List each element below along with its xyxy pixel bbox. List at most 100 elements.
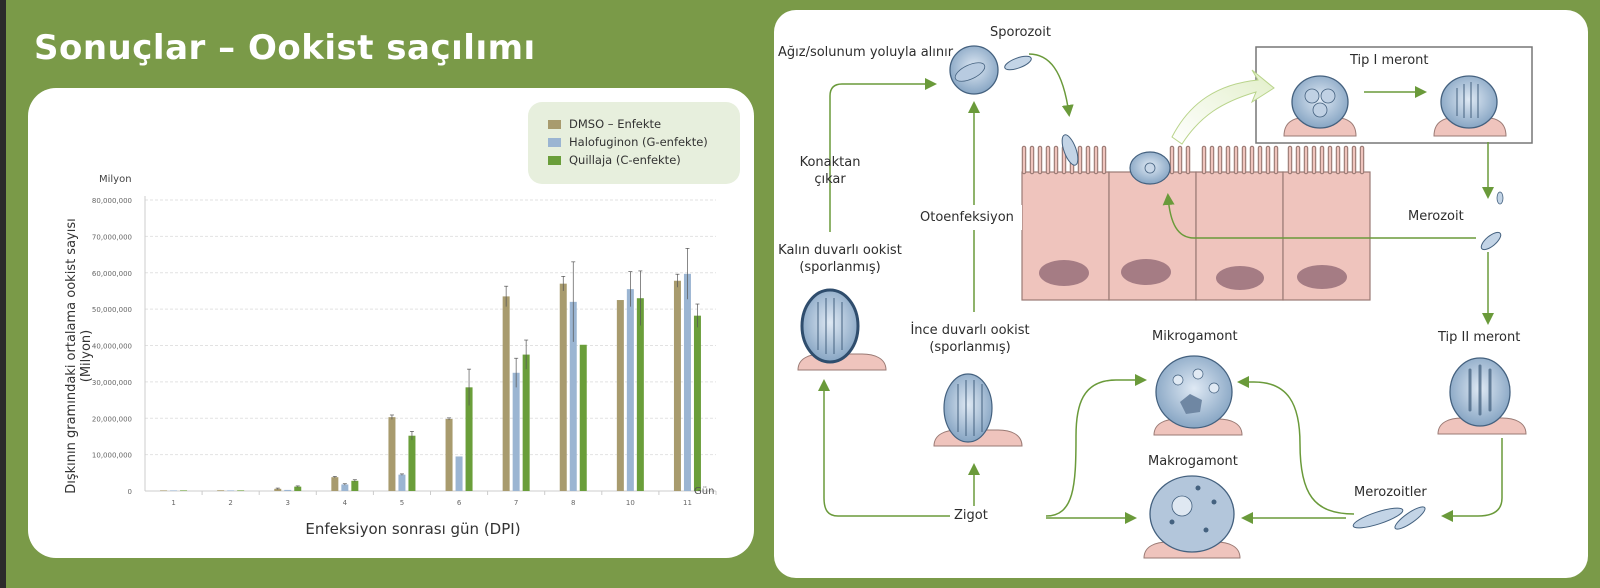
ince-duvarli-ookist <box>933 373 1023 447</box>
label-merozoitler: Merozoitler <box>1354 485 1427 500</box>
bar-halofuginon <box>227 490 235 491</box>
label-kalin-duvarli-ookist: Kalın duvarlı ookist (sporlanmış) <box>774 242 906 276</box>
legend-item-dmso: DMSO – Enfekte <box>548 116 661 132</box>
x-tick-label: 2 <box>228 499 232 507</box>
bar-dmso <box>673 280 681 491</box>
y-tick-label: 70,000,000 <box>92 233 132 241</box>
bar-quillaja <box>522 354 530 491</box>
bar-quillaja <box>408 435 416 491</box>
sporozoit-invading <box>1061 134 1079 166</box>
label-ince-line2: (sporlanmış) <box>929 340 1011 355</box>
kalin-duvarli-ookist <box>797 288 887 371</box>
x-tick-label: 1 <box>171 499 175 507</box>
legend-swatch-dmso <box>548 119 561 129</box>
legend-label-halofuginon: Halofuginon (G-enfekte) <box>569 135 708 149</box>
label-merozoit: Merozoit <box>1408 209 1464 224</box>
bar-dmso <box>388 417 396 491</box>
legend-swatch-halofuginon <box>548 137 561 147</box>
bar-halofuginon <box>626 289 634 491</box>
life-cycle-diagram-card: Sporozoit Ağız/solunum yoluyla alınır Ti… <box>774 10 1588 578</box>
bar-dmso <box>160 490 168 491</box>
bar-dmso <box>616 300 624 491</box>
bar-halofuginon <box>683 273 691 491</box>
label-sporozoit: Sporozoit <box>990 25 1051 40</box>
tip-2-meront <box>1437 357 1527 435</box>
bar-quillaja <box>180 490 188 491</box>
legend-label-dmso: DMSO – Enfekte <box>569 117 662 131</box>
chart-card: 0 10,000,000 20,000,000 30,000,000 40,000,00… <box>28 88 754 558</box>
label-makrogamont: Makrogamont <box>1148 454 1238 469</box>
x-tick-label: 3 <box>286 499 290 507</box>
bar-chart: 0 10,000,000 20,000,000 30,000,000 40,000,00… <box>92 196 717 507</box>
makrogamont <box>1143 475 1241 559</box>
label-tip-1-meront: Tip I meront <box>1350 53 1429 68</box>
bar-halofuginon <box>569 301 577 491</box>
bar-dmso <box>445 418 453 491</box>
mikrogamont <box>1153 355 1243 436</box>
legend-label-quillaja: Quillaja (C-enfekte) <box>569 153 681 167</box>
label-ince-line1: İnce duvarlı ookist <box>910 323 1030 338</box>
bar-quillaja <box>636 298 644 491</box>
bar-halofuginon <box>512 372 520 491</box>
bar-dmso <box>274 488 282 491</box>
life-cycle-diagram <box>797 45 1533 559</box>
label-konaktan-cikar: Konaktan çıkar <box>794 154 866 188</box>
x-tick-label: 6 <box>457 499 462 507</box>
x-axis-title: Enfeksiyon sonrası gün (DPI) <box>305 520 521 538</box>
bar-halofuginon <box>398 474 406 491</box>
label-konaktan-line2: çıkar <box>814 172 846 187</box>
bar-dmso <box>217 490 225 491</box>
y-tick-label: 20,000,000 <box>92 415 132 423</box>
tip-1-meront-panel <box>1255 46 1533 144</box>
label-mikrogamont: Mikrogamont <box>1152 329 1238 344</box>
y-tick-label: 60,000,000 <box>92 270 132 278</box>
bar-halofuginon <box>455 456 463 491</box>
label-agiz-solunum: Ağız/solunum yoluyla alınır <box>778 45 954 60</box>
bar-dmso <box>331 477 339 491</box>
bar-quillaja <box>294 486 302 491</box>
bar-halofuginon <box>170 490 178 491</box>
legend-swatch-quillaja <box>548 155 561 165</box>
bar-halofuginon <box>341 484 349 491</box>
legend-item-quillaja: Quillaja (C-enfekte) <box>548 152 681 168</box>
bar-quillaja <box>237 490 245 491</box>
label-zigot: Zigot <box>950 506 992 525</box>
sporozoit-oocyst <box>949 45 1032 95</box>
y-unit-label: Milyon <box>99 174 132 185</box>
merozoit-cell <box>1480 231 1502 251</box>
label-ince-duvarli-ookist: İnce duvarlı ookist (sporlanmış) <box>904 322 1036 356</box>
bar-halofuginon <box>284 489 292 491</box>
y-tick-label: 40,000,000 <box>92 343 132 351</box>
developing-arrow <box>1171 69 1275 145</box>
slide-title: Sonuçlar – Ookist saçılımı <box>34 28 536 68</box>
cycle-arrows <box>818 53 1503 524</box>
x-unit-label: Gün <box>694 486 715 497</box>
y-tick-label: 0 <box>128 488 132 496</box>
bar-dmso <box>502 296 510 491</box>
x-tick-label: 7 <box>514 499 518 507</box>
y-tick-label: 10,000,000 <box>92 452 132 460</box>
epithelial-cells <box>1021 145 1371 301</box>
label-otoenfeksiyon: Otoenfeksiyon <box>916 205 1022 230</box>
x-tick-label: 8 <box>571 499 575 507</box>
y-tick-label: 80,000,000 <box>92 197 132 205</box>
label-tip-2-meront: Tip II meront <box>1438 330 1521 345</box>
bar-dmso <box>559 283 567 491</box>
x-tick-label: 5 <box>400 499 404 507</box>
y-tick-label: 30,000,000 <box>92 379 132 387</box>
legend-item-halofuginon: Halofuginon (G-enfekte) <box>548 134 708 150</box>
bar-quillaja <box>465 387 473 491</box>
y-axis-title: Dışkının gramındaki ortalama ookist sayı… <box>64 218 94 494</box>
x-tick-label: 11 <box>683 499 692 507</box>
bar-quillaja <box>693 315 701 491</box>
x-tick-label: 4 <box>343 499 348 507</box>
x-tick-label: 10 <box>626 499 635 507</box>
y-tick-label: 50,000,000 <box>92 306 132 314</box>
left-edge-strip <box>0 0 6 588</box>
merozoitler <box>1352 506 1426 530</box>
bar-quillaja <box>579 344 587 491</box>
label-kalin-line2: (sporlanmış) <box>799 260 881 275</box>
chart-legend: DMSO – Enfekte Halofuginon (G-enfekte) Q… <box>528 102 740 184</box>
bar-quillaja <box>351 480 359 491</box>
label-konaktan-line1: Konaktan <box>799 155 861 170</box>
